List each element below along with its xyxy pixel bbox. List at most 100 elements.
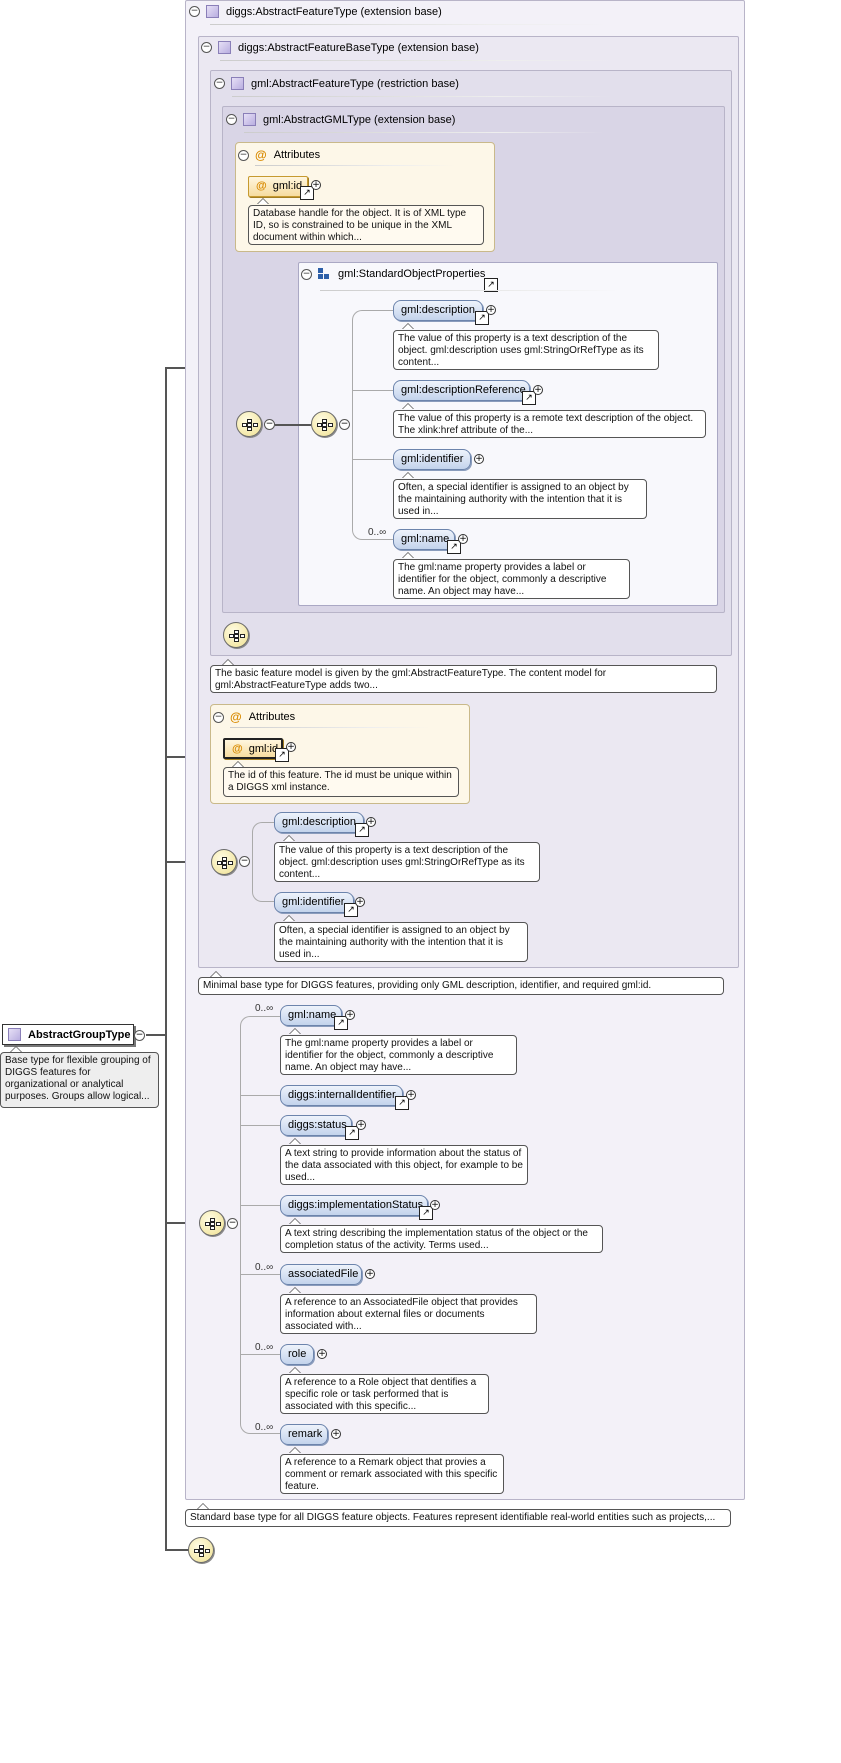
attribute-icon: @ <box>256 180 267 192</box>
base-attributes-header[interactable]: − @ Attributes <box>213 710 295 724</box>
reference-arrow-icon[interactable]: ↗ <box>345 1126 359 1140</box>
complex-type-icon <box>231 77 244 90</box>
feat-item-internal-identifier[interactable]: diggs:internalIdentifier <box>280 1085 403 1106</box>
expand-icon[interactable]: + <box>311 180 321 190</box>
collapse-icon[interactable]: − <box>189 6 200 17</box>
base-item-identifier-name: gml:identifier <box>282 896 345 908</box>
feat-item-internal-identifier-name: diggs:internalIdentifier <box>288 1089 396 1101</box>
reference-arrow-icon[interactable]: ↗ <box>275 748 289 762</box>
reference-arrow-icon[interactable]: ↗ <box>334 1016 348 1030</box>
expand-icon[interactable]: + <box>430 1200 440 1210</box>
expand-icon[interactable]: + <box>331 1429 341 1439</box>
collapse-icon[interactable]: − <box>213 711 224 723</box>
expand-icon[interactable]: + <box>486 305 496 315</box>
feature-type-label: diggs:AbstractFeatureType (extension bas… <box>226 5 442 18</box>
expand-icon[interactable]: + <box>406 1090 416 1100</box>
expand-icon[interactable]: + <box>458 534 468 544</box>
reference-arrow-icon[interactable]: ↗ <box>395 1096 409 1110</box>
reference-arrow-icon[interactable]: ↗ <box>475 311 489 325</box>
gml-type-header[interactable]: − gml:AbstractGMLType (extension base) <box>226 113 455 126</box>
sequence-icon[interactable] <box>188 1537 214 1563</box>
complex-type-icon <box>243 113 256 126</box>
base-id-doc: The id of this feature. The id must be u… <box>223 767 459 797</box>
gml-type-id-attribute[interactable]: @gml:id <box>248 176 308 197</box>
std-item-name-cardinality: 0..∞ <box>368 527 387 538</box>
feat-item-role[interactable]: role <box>280 1344 314 1365</box>
feat-item-name-doc: The gml:name property provides a label o… <box>280 1035 517 1075</box>
complex-type-icon <box>8 1028 21 1041</box>
expand-icon[interactable]: + <box>474 454 484 464</box>
reference-arrow-icon[interactable]: ↗ <box>419 1206 433 1220</box>
feature-type-header[interactable]: − diggs:AbstractFeatureType (extension b… <box>189 5 442 18</box>
collapse-icon[interactable]: − <box>134 1030 145 1041</box>
collapse-icon[interactable]: − <box>227 1218 238 1229</box>
collapse-icon[interactable]: − <box>339 419 350 430</box>
base-item-identifier-doc: Often, a special identifier is assigned … <box>274 922 528 962</box>
collapse-icon[interactable]: − <box>214 78 225 89</box>
gml-feature-type-header[interactable]: − gml:AbstractFeatureType (restriction b… <box>214 77 459 90</box>
collapse-icon[interactable]: − <box>239 856 250 867</box>
sequence-icon[interactable] <box>211 849 237 875</box>
feature-base-type-doc: Minimal base type for DIGGS features, pr… <box>198 977 724 995</box>
attribute-icon: @ <box>255 148 267 162</box>
root-type-name: AbstractGroupType <box>28 1028 131 1041</box>
sequence-icon[interactable] <box>236 411 262 437</box>
feat-item-status[interactable]: diggs:status <box>280 1115 352 1136</box>
sequence-icon[interactable] <box>311 411 337 437</box>
standard-object-properties-header[interactable]: − gml:StandardObjectProperties <box>301 268 485 280</box>
sequence-icon[interactable] <box>223 622 249 648</box>
collapse-icon[interactable]: − <box>264 419 275 430</box>
feat-item-name-cardinality: 0..∞ <box>255 1003 274 1014</box>
gml-type-attributes-header[interactable]: − @ Attributes <box>238 148 320 162</box>
std-item-identifier-doc: Often, a special identifier is assigned … <box>393 479 647 519</box>
gml-feature-type-doc: The basic feature model is given by the … <box>210 665 717 693</box>
complex-type-icon <box>206 5 219 18</box>
reference-arrow-icon[interactable]: ↗ <box>300 186 314 200</box>
collapse-icon[interactable]: − <box>226 114 237 125</box>
feat-item-associated-file[interactable]: associatedFile <box>280 1264 362 1285</box>
feat-item-status-name: diggs:status <box>288 1119 347 1131</box>
reference-arrow-icon[interactable]: ↗ <box>447 540 461 554</box>
collapse-icon[interactable]: − <box>301 268 312 280</box>
reference-arrow-icon[interactable]: ↗ <box>355 823 369 837</box>
feat-item-implementation-status-doc: A text string describing the implementat… <box>280 1225 603 1253</box>
feat-item-remark-cardinality: 0..∞ <box>255 1422 274 1433</box>
collapse-icon[interactable]: − <box>201 42 212 53</box>
reference-arrow-icon[interactable]: ↗ <box>522 391 536 405</box>
std-item-description-doc: The value of this property is a text des… <box>393 330 659 370</box>
expand-icon[interactable]: + <box>533 385 543 395</box>
feat-item-role-doc: A reference to a Role object that dentif… <box>280 1374 489 1414</box>
expand-icon[interactable]: + <box>365 1269 375 1279</box>
base-item-description[interactable]: gml:description <box>274 812 364 833</box>
feat-item-remark[interactable]: remark <box>280 1424 328 1445</box>
std-item-description-name: gml:description <box>401 304 475 316</box>
base-item-identifier[interactable]: gml:identifier <box>274 892 354 913</box>
std-item-name[interactable]: gml:name <box>393 529 455 550</box>
feat-item-name-name: gml:name <box>288 1009 337 1021</box>
expand-icon[interactable]: + <box>317 1349 327 1359</box>
gml-type-attributes-label: Attributes <box>273 149 321 161</box>
feat-item-associated-file-cardinality: 0..∞ <box>255 1262 274 1273</box>
feat-item-role-cardinality: 0..∞ <box>255 1342 274 1353</box>
feat-item-name[interactable]: gml:name <box>280 1005 342 1026</box>
expand-icon[interactable]: + <box>366 817 376 827</box>
sequence-icon[interactable] <box>199 1210 225 1236</box>
expand-icon[interactable]: + <box>345 1010 355 1020</box>
reference-arrow-icon[interactable]: ↗ <box>344 903 358 917</box>
collapse-icon[interactable]: − <box>238 149 249 161</box>
expand-icon[interactable]: + <box>356 1120 366 1130</box>
std-item-name-name: gml:name <box>401 533 450 545</box>
std-item-description[interactable]: gml:description <box>393 300 483 321</box>
std-item-identifier[interactable]: gml:identifier <box>393 449 471 470</box>
expand-icon[interactable]: + <box>355 897 365 907</box>
expand-icon[interactable]: + <box>286 742 296 752</box>
feat-item-associated-file-name: associatedFile <box>288 1268 359 1280</box>
feature-type-doc: Standard base type for all DIGGS feature… <box>185 1509 731 1527</box>
root-type-box[interactable]: AbstractGroupType <box>2 1024 134 1045</box>
feat-item-implementation-status[interactable]: diggs:implementationStatus <box>280 1195 428 1216</box>
feature-base-type-header[interactable]: − diggs:AbstractFeatureBaseType (extensi… <box>201 41 479 54</box>
std-item-description-reference[interactable]: gml:descriptionReference <box>393 380 530 401</box>
base-id-attribute[interactable]: @gml:id <box>223 738 283 759</box>
reference-arrow-icon[interactable]: ↗ <box>484 278 498 292</box>
root-type-doc: Base type for flexible grouping of DIGGS… <box>0 1052 159 1108</box>
